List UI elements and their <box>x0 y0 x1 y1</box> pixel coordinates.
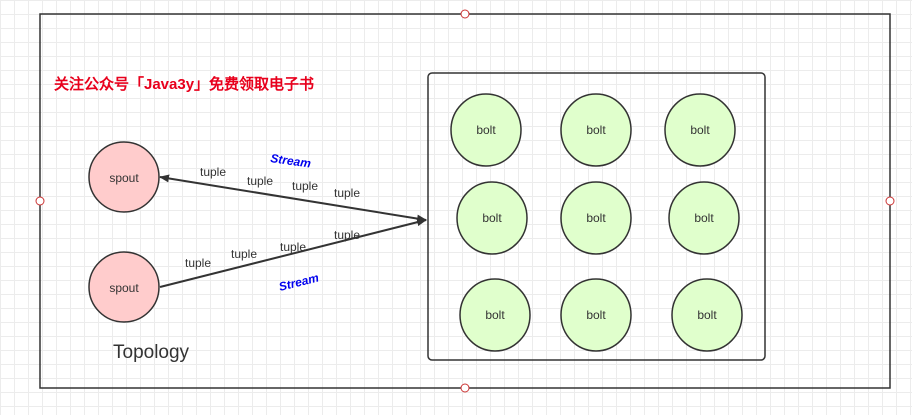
tuple-label: tuple <box>185 256 211 270</box>
bolt-node-8[interactable]: bolt <box>560 278 632 352</box>
bolt-node-6[interactable]: bolt <box>668 181 740 255</box>
bolt-node-7[interactable]: bolt <box>459 278 531 352</box>
stream-label: Stream <box>270 151 313 171</box>
spout-node-1[interactable]: spout <box>88 141 160 213</box>
bolt-label: bolt <box>586 211 606 225</box>
bolt-node-3[interactable]: bolt <box>664 93 736 167</box>
stream-edge-2[interactable] <box>159 218 427 288</box>
bolt-container[interactable] <box>427 72 766 361</box>
bolt-node-4[interactable]: bolt <box>456 181 528 255</box>
stream-label: Stream <box>277 270 320 294</box>
tuple-label: tuple <box>200 165 226 179</box>
resize-handle-top[interactable] <box>460 9 470 19</box>
bolt-node-1[interactable]: bolt <box>450 93 522 167</box>
bolt-label: bolt <box>586 308 606 322</box>
bolt-label: bolt <box>482 211 502 225</box>
tuple-label: tuple <box>334 186 360 200</box>
bolt-label: bolt <box>476 123 496 137</box>
resize-handle-bottom[interactable] <box>460 383 470 393</box>
bolt-label: bolt <box>697 308 717 322</box>
tuple-label: tuple <box>280 240 306 254</box>
spout-node-2[interactable]: spout <box>88 251 160 323</box>
resize-handle-right[interactable] <box>885 196 895 206</box>
tuple-label: tuple <box>292 179 318 193</box>
tuple-label: tuple <box>231 247 257 261</box>
spout-label: spout <box>109 281 139 295</box>
resize-handle-left[interactable] <box>35 196 45 206</box>
topology-title: Topology <box>113 342 190 363</box>
bolt-label: bolt <box>586 123 606 137</box>
bolt-label: bolt <box>485 308 505 322</box>
stream-edge-1[interactable] <box>159 174 427 223</box>
tuple-label: tuple <box>334 228 360 242</box>
spout-label: spout <box>109 171 139 185</box>
tuple-label: tuple <box>247 174 273 188</box>
bolt-node-2[interactable]: bolt <box>560 93 632 167</box>
bolt-label: bolt <box>690 123 710 137</box>
bolt-label: bolt <box>694 211 714 225</box>
bolt-node-5[interactable]: bolt <box>560 181 632 255</box>
watermark-text: 关注公众号「Java3y」免费领取电子书 <box>54 75 314 93</box>
bolt-node-9[interactable]: bolt <box>671 278 743 352</box>
